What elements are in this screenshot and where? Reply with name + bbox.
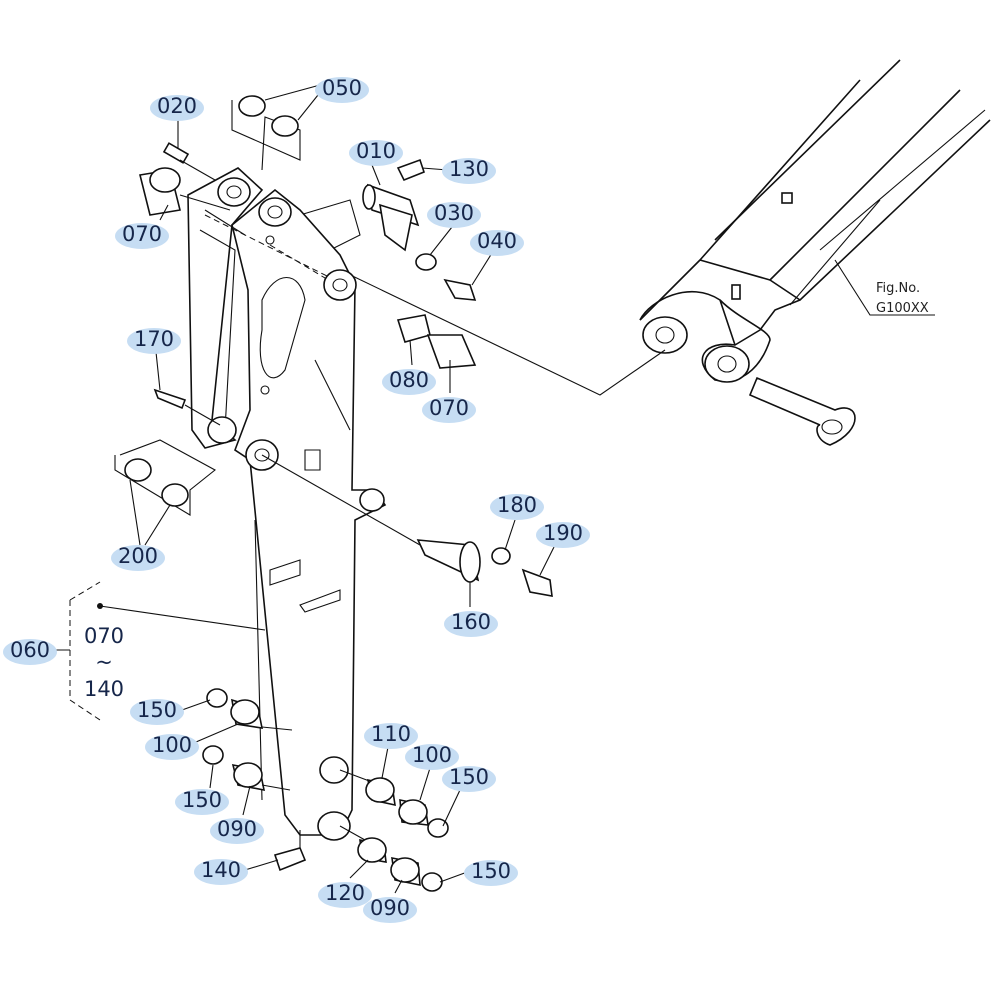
callout-010: 010 [349,139,403,166]
boom-drawing: Fig.No. G100XX [639,59,991,446]
callout-130: 130 [442,157,496,184]
callout-150c: 150 [175,788,229,815]
svg-text:090: 090 [217,817,257,841]
svg-text:110: 110 [371,722,411,746]
callout-150a: 150 [130,698,184,725]
svg-text:070: 070 [429,396,469,420]
svg-text:130: 130 [449,157,489,181]
callout-080: 080 [382,368,436,395]
fig-no-value: G100XX [876,301,929,316]
callout-090a: 090 [210,817,264,844]
svg-text:050: 050 [322,76,362,100]
callout-200: 200 [111,544,165,571]
range-to: 140 [84,677,124,701]
svg-text:150: 150 [471,859,511,883]
parts [52,84,553,892]
arm-drawing [187,167,387,841]
callout-020: 020 [150,94,204,121]
svg-text:010: 010 [356,139,396,163]
range-from: 070 [84,624,124,648]
callout-140: 140 [194,858,248,885]
svg-text:100: 100 [412,743,452,767]
svg-text:120: 120 [325,881,365,905]
callout-160: 160 [444,610,498,637]
svg-text:170: 170 [134,327,174,351]
svg-text:180: 180 [497,493,537,517]
callout-180: 180 [490,493,544,520]
callout-070: 070 [115,222,169,249]
svg-text:100: 100 [152,733,192,757]
callout-030: 030 [427,201,481,228]
svg-text:200: 200 [118,544,158,568]
callout-060: 060 [3,638,57,665]
svg-text:160: 160 [451,610,491,634]
svg-text:040: 040 [477,229,517,253]
callout-190: 190 [536,521,590,548]
svg-text:190: 190 [543,521,583,545]
svg-text:030: 030 [434,201,474,225]
callout-150d: 150 [464,859,518,886]
callout-100a: 100 [145,733,199,760]
assembly-range: 070 ~ 140 [84,624,124,701]
callout-040: 040 [470,229,524,256]
svg-text:150: 150 [182,788,222,812]
svg-text:090: 090 [370,896,410,920]
callout-170: 170 [127,327,181,354]
callout-100b: 100 [405,743,459,770]
svg-text:150: 150 [137,698,177,722]
callout-110: 110 [364,722,418,749]
svg-text:020: 020 [157,94,197,118]
fig-no-label: Fig.No. [876,281,920,296]
callout-150b: 150 [442,765,496,792]
svg-text:140: 140 [201,858,241,882]
svg-text:070: 070 [122,222,162,246]
callout-090b: 090 [363,896,417,923]
range-tilde: ~ [95,650,113,674]
callout-050: 050 [315,76,369,103]
callout-120: 120 [318,881,372,908]
svg-text:080: 080 [389,368,429,392]
callout-labels: 050 020 010 130 070 030 040 170 080 070 … [3,76,590,923]
svg-text:060: 060 [10,638,50,662]
callout-070b: 070 [422,396,476,423]
svg-text:150: 150 [449,765,489,789]
